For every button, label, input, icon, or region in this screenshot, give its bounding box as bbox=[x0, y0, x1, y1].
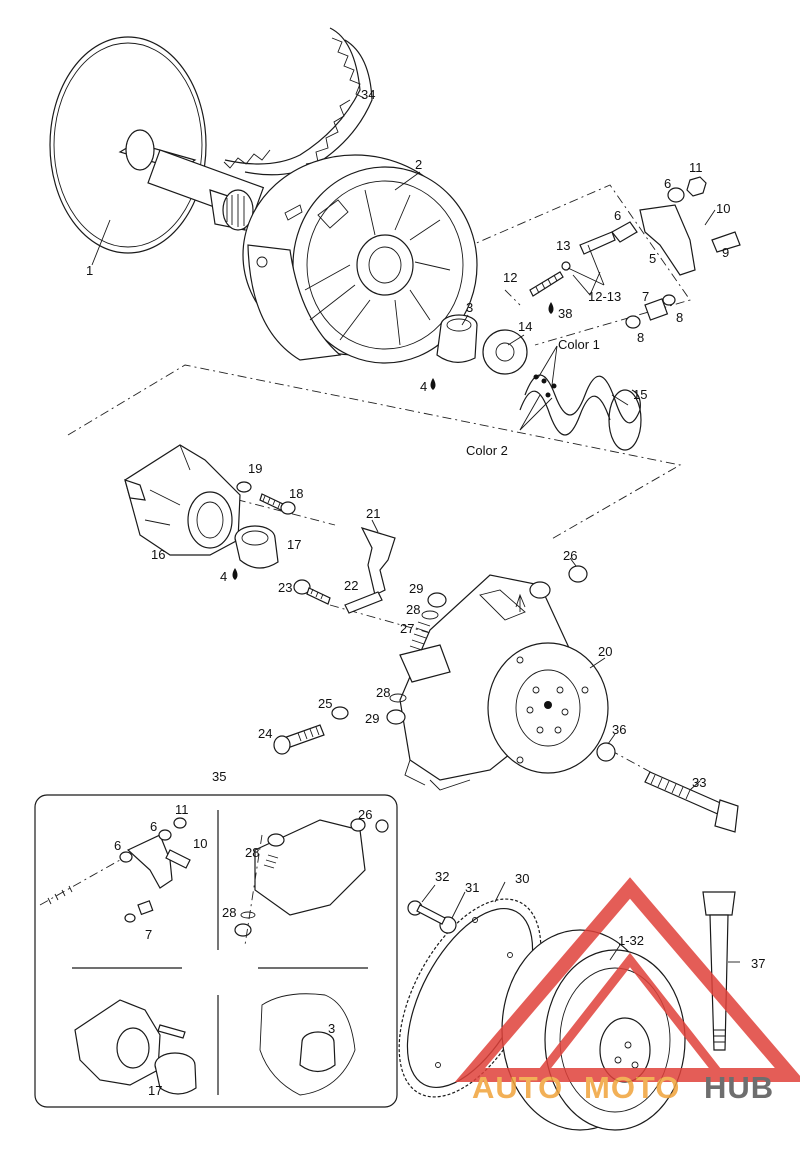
cap-parts-29 bbox=[386, 592, 447, 725]
callout-28b: 28 bbox=[376, 685, 390, 700]
callout-28a: 28 bbox=[406, 602, 420, 617]
callout-17: 17 bbox=[287, 537, 301, 552]
inset-callout-10: 10 bbox=[193, 836, 207, 851]
watermark-hub-text: HUB bbox=[704, 1070, 774, 1105]
callout-11: 11 bbox=[689, 160, 703, 175]
inset-callout-3: 3 bbox=[328, 1021, 335, 1036]
lever-assembly bbox=[529, 176, 741, 329]
callout-labels: 1 2 3 4 4 5 6 6 7 8 8 9 10 11 12 12-13 1… bbox=[86, 87, 765, 1098]
washer-part-19 bbox=[236, 481, 252, 493]
callout-8b: 8 bbox=[637, 330, 644, 345]
screw-part-18 bbox=[259, 493, 296, 515]
screw-part-24 bbox=[273, 724, 325, 755]
callout-36: 36 bbox=[612, 722, 626, 737]
oil-drop-icons bbox=[232, 302, 554, 580]
callout-33: 33 bbox=[692, 775, 706, 790]
spider-part-16 bbox=[124, 444, 241, 556]
callout-27: 27 bbox=[400, 621, 414, 636]
inset-detail-box bbox=[34, 794, 398, 1108]
color-2-label: Color 2 bbox=[466, 443, 508, 458]
washer-part-36 bbox=[596, 742, 616, 762]
screw-part-23 bbox=[293, 579, 331, 605]
oil-drop-icon bbox=[548, 302, 554, 314]
pin-part-22 bbox=[344, 591, 383, 614]
callout-24: 24 bbox=[258, 726, 272, 741]
cap-part-26 bbox=[568, 565, 588, 583]
callout-23: 23 bbox=[278, 580, 292, 595]
governor-arm-part-21 bbox=[360, 527, 396, 596]
callout-29b: 29 bbox=[365, 711, 379, 726]
callout-8a: 8 bbox=[676, 310, 683, 325]
callout-21: 21 bbox=[366, 506, 380, 521]
callout-29a: 29 bbox=[409, 581, 423, 596]
inset-callout-6a: 6 bbox=[150, 819, 157, 834]
callout-34: 34 bbox=[361, 87, 375, 102]
callout-14: 14 bbox=[518, 319, 532, 334]
callout-5: 5 bbox=[649, 251, 656, 266]
callout-35: 35 bbox=[212, 769, 226, 784]
screw-part-32 bbox=[407, 900, 446, 925]
callout-38: 38 bbox=[558, 306, 572, 321]
callout-26: 26 bbox=[563, 548, 577, 563]
callout-31: 31 bbox=[465, 880, 479, 895]
callout-1-32: 1-32 bbox=[618, 933, 644, 948]
callout-12-13: 12-13 bbox=[588, 289, 621, 304]
callout-16: 16 bbox=[151, 547, 165, 562]
callout-15: 15 bbox=[633, 387, 647, 402]
drive-belt-part-34 bbox=[223, 27, 373, 176]
callout-10: 10 bbox=[716, 201, 730, 216]
spring-part-27 bbox=[409, 621, 431, 651]
callout-3: 3 bbox=[466, 300, 473, 315]
callout-37: 37 bbox=[751, 956, 765, 971]
inset-callout-28a: 28 bbox=[245, 845, 259, 860]
bolt-part-33 bbox=[644, 771, 739, 833]
bushing-part-3 bbox=[436, 314, 478, 363]
inset-callout-7: 7 bbox=[145, 927, 152, 942]
callout-6b: 6 bbox=[614, 208, 621, 223]
fixed-sheave-part-1 bbox=[49, 36, 265, 254]
oil-drop-icon bbox=[430, 378, 436, 390]
moveable-sheave-part-2 bbox=[242, 154, 478, 364]
callout-18: 18 bbox=[289, 486, 303, 501]
callout-12: 12 bbox=[503, 270, 517, 285]
callout-2: 2 bbox=[415, 157, 422, 172]
watermark-auto-text: AUTO bbox=[472, 1070, 563, 1105]
callout-25: 25 bbox=[318, 696, 332, 711]
washer-part-25 bbox=[331, 706, 349, 720]
callout-9: 9 bbox=[722, 245, 729, 260]
washer-part-14 bbox=[482, 329, 528, 375]
callout-30: 30 bbox=[515, 871, 529, 886]
bushing-part-17 bbox=[234, 525, 279, 569]
inset-callout-11: 11 bbox=[175, 802, 189, 817]
callout-7: 7 bbox=[642, 289, 649, 304]
callout-20: 20 bbox=[598, 644, 612, 659]
callout-4a: 4 bbox=[420, 379, 427, 394]
leader-lines bbox=[91, 171, 740, 963]
callout-22: 22 bbox=[344, 578, 358, 593]
spring-part-15 bbox=[519, 374, 642, 451]
callout-19: 19 bbox=[248, 461, 262, 476]
callout-1: 1 bbox=[86, 263, 93, 278]
inset-callout-6b: 6 bbox=[114, 838, 121, 853]
automotohub-watermark: AUTO MOTO HUB bbox=[454, 877, 800, 1105]
callout-4b: 4 bbox=[220, 569, 227, 584]
governor-cup-part-20 bbox=[399, 574, 609, 791]
oil-drop-icon bbox=[232, 568, 238, 580]
color-1-label: Color 1 bbox=[558, 337, 600, 352]
callout-6a: 6 bbox=[664, 176, 671, 191]
o-ring-parts-28 bbox=[389, 610, 439, 703]
inset-callout-28b: 28 bbox=[222, 905, 236, 920]
callout-32: 32 bbox=[435, 869, 449, 884]
watermark-moto-text: MOTO bbox=[584, 1070, 680, 1105]
inset-callout-17: 17 bbox=[148, 1083, 162, 1098]
callout-13: 13 bbox=[556, 238, 570, 253]
inset-callout-26: 26 bbox=[358, 807, 372, 822]
